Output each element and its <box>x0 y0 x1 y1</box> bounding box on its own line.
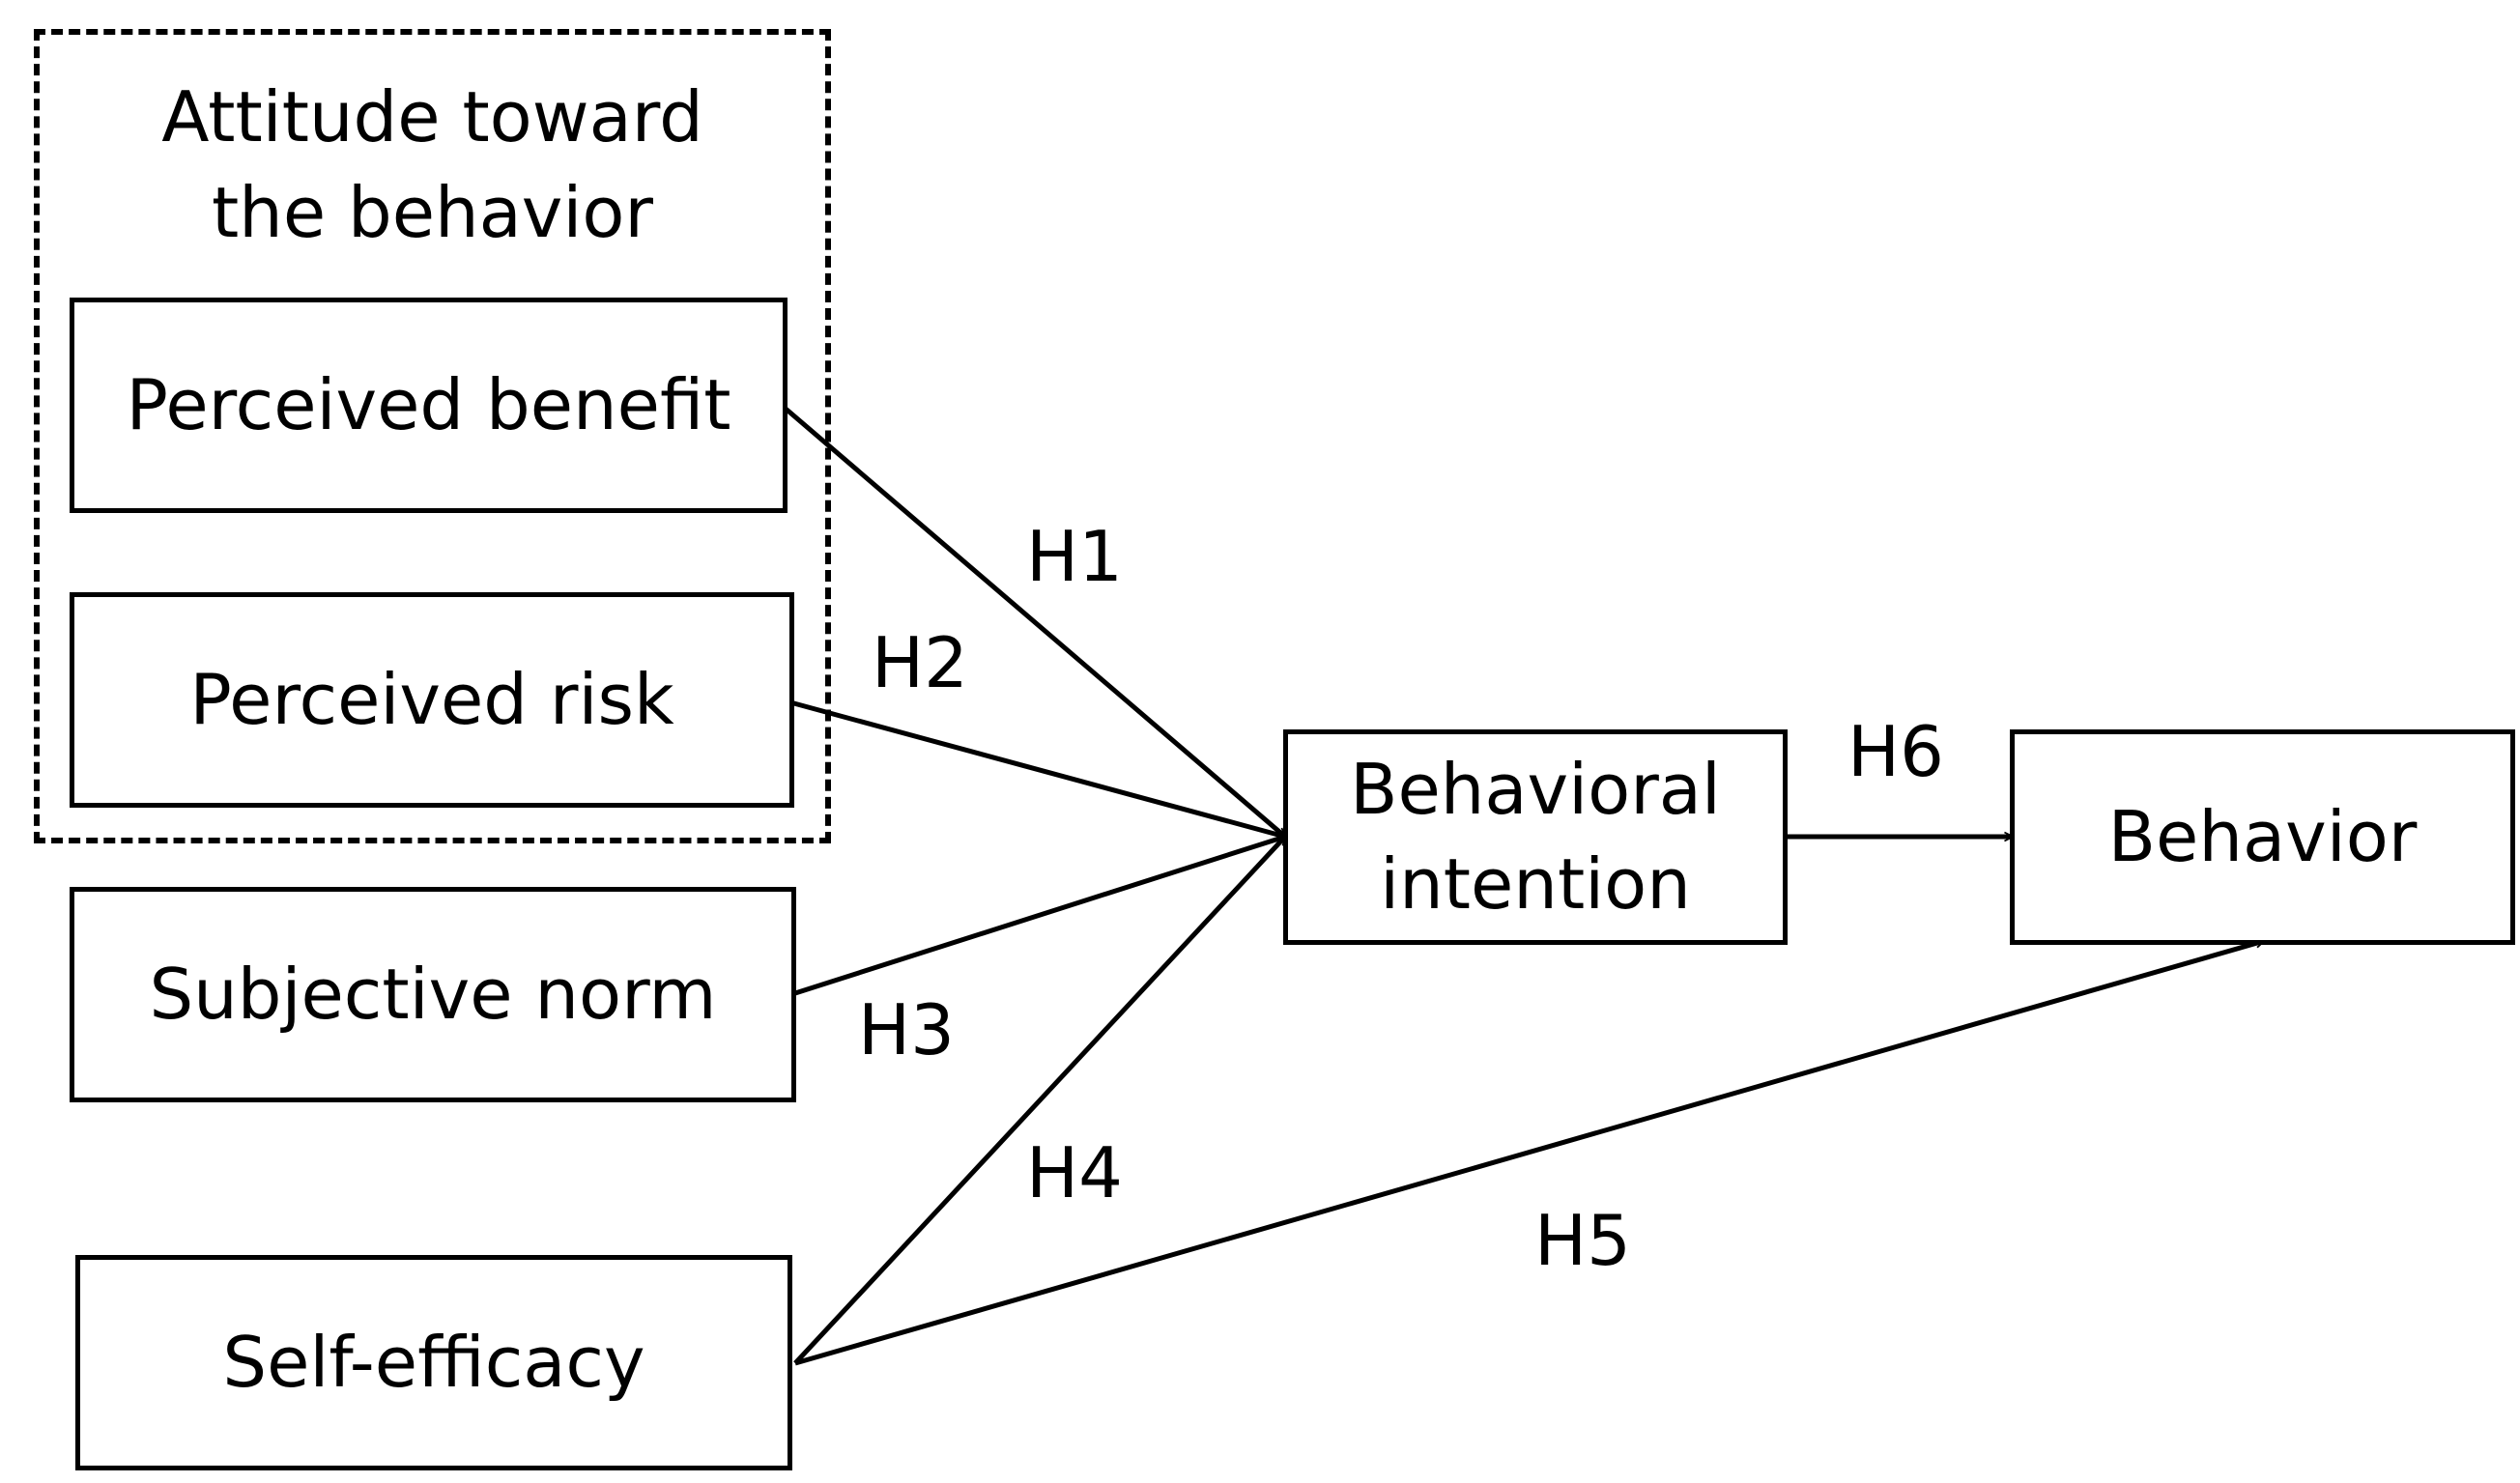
arrow-h4 <box>793 835 1287 1365</box>
hypothesis-label-h4: H4 <box>1026 1132 1123 1213</box>
node-label: Perceived benefit <box>126 363 731 445</box>
node-behavioral-intention: Behavioral intention <box>1283 729 1788 945</box>
node-behavior: Behavior <box>2010 729 2515 945</box>
arrow-h1 <box>784 407 1287 839</box>
node-perceived-benefit: Perceived benefit <box>70 298 788 513</box>
node-self-efficacy: Self-efficacy <box>75 1255 792 1470</box>
node-label: Perceived risk <box>189 658 674 740</box>
hypothesis-label-h3: H3 <box>858 989 955 1070</box>
arrow-h2 <box>789 699 1288 840</box>
node-label: Subjective norm <box>149 953 717 1035</box>
hypothesis-label-h5: H5 <box>1534 1200 1631 1281</box>
arrow-h5 <box>794 938 2267 1366</box>
hypothesis-label-h1: H1 <box>1026 516 1123 597</box>
hypothesis-label-h6: H6 <box>1847 711 1944 792</box>
node-subjective-norm: Subjective norm <box>70 887 796 1102</box>
arrow-h3 <box>794 834 1288 996</box>
node-label: Behavior <box>2107 795 2418 877</box>
node-label: Behavioral intention <box>1350 749 1721 925</box>
hypothesis-label-h2: H2 <box>872 622 968 703</box>
attitude-group: Attitude toward the behavior <box>34 29 831 843</box>
node-label: Self-efficacy <box>222 1321 645 1403</box>
attitude-group-title: Attitude toward the behavior <box>161 76 703 254</box>
node-perceived-risk: Perceived risk <box>70 592 794 808</box>
